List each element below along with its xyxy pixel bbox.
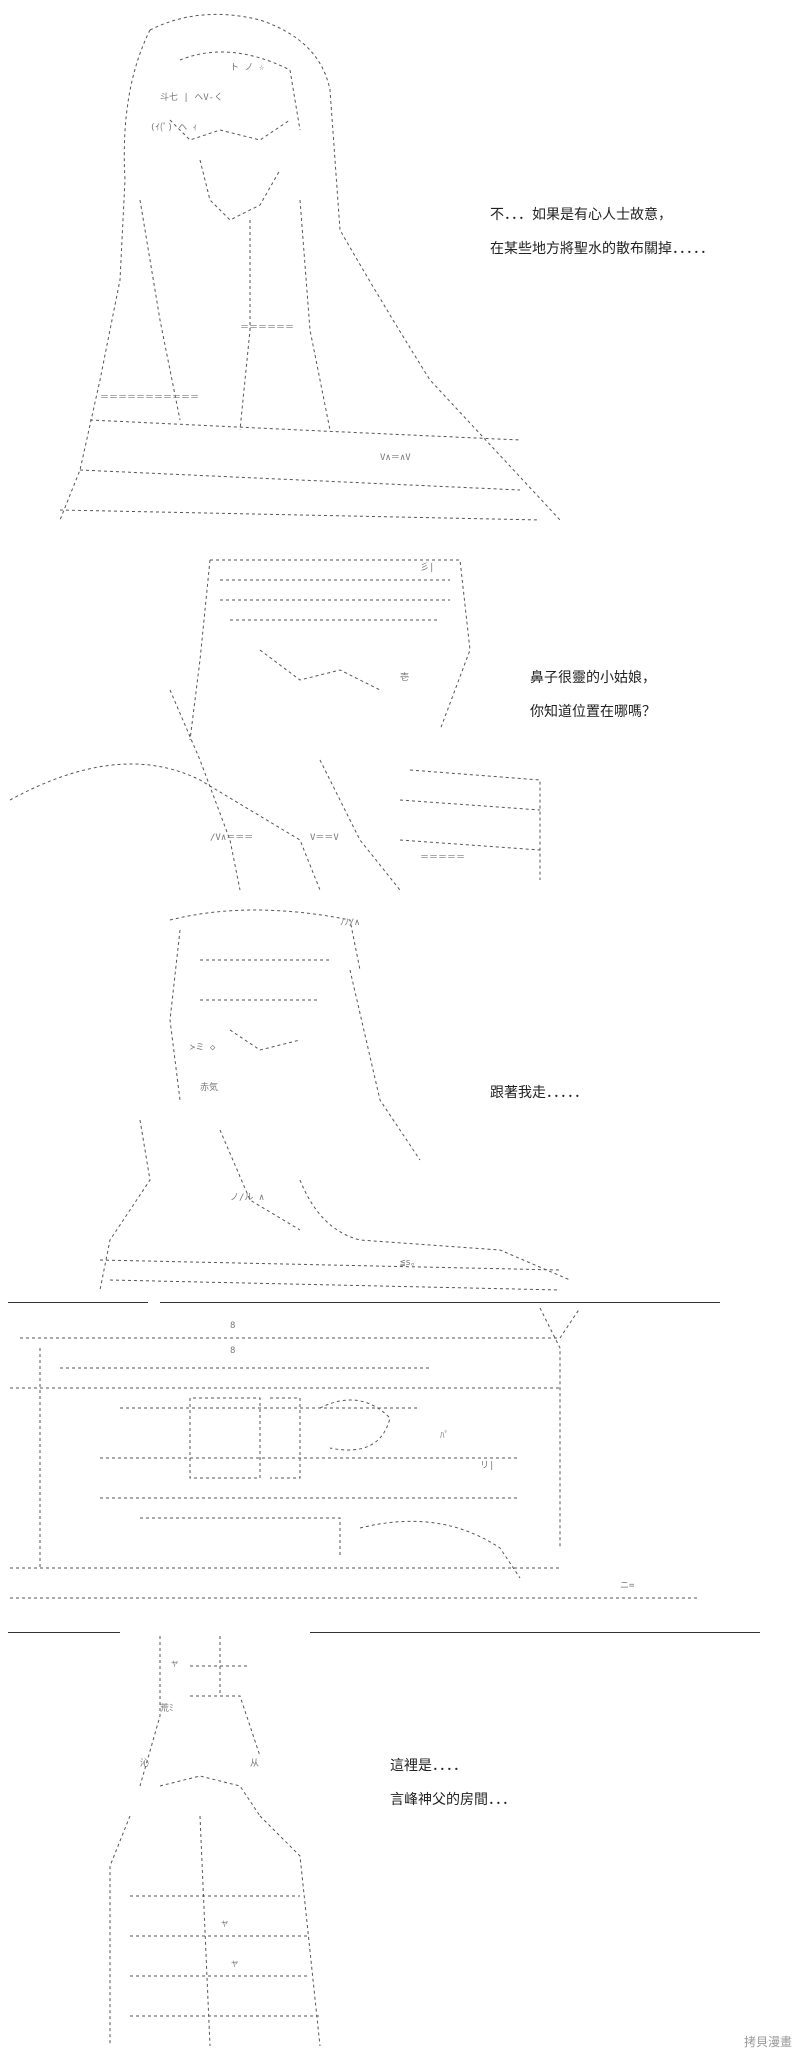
svg-text:＝＝＝＝＝＝＝＝＝＝＝: ＝＝＝＝＝＝＝＝＝＝＝ xyxy=(100,393,199,403)
panel-divider xyxy=(160,1302,720,1303)
svg-text:ト ノ ☆: ト ノ ☆ xyxy=(230,63,265,73)
svg-text:リ|: リ| xyxy=(480,1461,494,1471)
standing-figure-art: ャ 荒ﾐ 沁 从 ャ ャ xyxy=(109,1636,321,2047)
hat-figure-art: 彡| 壱 /V∧＝＝＝ V＝＝V ＝＝＝＝＝ xyxy=(9,559,541,891)
svg-text:V＝＝V: V＝＝V xyxy=(310,833,339,843)
svg-text:赤気: 赤気 xyxy=(200,1081,218,1093)
svg-text:ノ/ル ∧: ノ/ル ∧ xyxy=(230,1193,264,1203)
svg-text:ャ: ャ xyxy=(230,1959,239,1969)
svg-text:沁: 沁 xyxy=(140,1758,149,1769)
walking-figure-art: ﾉﾉ/∧ ≻ミ ◇ 赤気 ノ/ル ∧ ≦s。 xyxy=(99,909,571,1291)
panel-1: ト ノ ☆ 斗七 | ヘV-く (ｲ(ﾟ) ヘ ｨ ＝＝＝＝＝＝ ＝＝＝＝＝＝＝… xyxy=(0,0,800,540)
hooded-figure-art: ト ノ ☆ 斗七 | ヘV-く (ｲ(ﾟ) ヘ ｨ ＝＝＝＝＝＝ ＝＝＝＝＝＝＝… xyxy=(59,13,561,521)
svg-text:(ｲ(ﾟ) ヘ ｨ: (ｲ(ﾟ) ヘ ｨ xyxy=(150,122,197,133)
dialog-line: 不．．．如果是有心人士故意， xyxy=(490,207,672,223)
svg-text:V∧＝∧V: V∧＝∧V xyxy=(380,453,411,463)
panel-4: 8 8 ﾊﾟ リ| ニ= xyxy=(0,1308,800,1626)
panel-5-dialog: 這裡是．．．． 言峰神父的房間．．． xyxy=(390,1756,516,1824)
svg-text:荒ﾐ: 荒ﾐ xyxy=(160,1703,174,1714)
svg-text:＝＝＝＝＝: ＝＝＝＝＝ xyxy=(420,853,465,863)
svg-text:ﾉﾉ/∧: ﾉﾉ/∧ xyxy=(340,918,360,928)
panel-divider xyxy=(8,1632,120,1633)
dialog-line: 這裡是．．．． xyxy=(390,1758,467,1774)
svg-text:ャ: ャ xyxy=(220,1919,229,1929)
watermark-logo: 拷貝漫畫 xyxy=(743,2035,792,2049)
panel-3-dialog: 跟著我走．．．．． xyxy=(490,1083,588,1117)
svg-text:壱: 壱 xyxy=(400,671,409,683)
dialog-line: 鼻子很靈的小姑娘， xyxy=(530,670,656,686)
panel-2: 彡| 壱 /V∧＝＝＝ V＝＝V ＝＝＝＝＝ 鼻子很靈的小姑娘， 你知道位置在哪… xyxy=(0,540,800,900)
room-interior-art: 8 8 ﾊﾟ リ| ニ= xyxy=(10,1308,700,1599)
svg-text:8: 8 xyxy=(230,1321,235,1331)
svg-text:斗七 | ヘV-く: 斗七 | ヘV-く xyxy=(160,92,223,103)
panel-5: ャ 荒ﾐ 沁 从 ャ ャ 這裡是．．．． 言峰神父的房間．．． xyxy=(0,1636,800,2056)
dialog-line: 言峰神父的房間．．． xyxy=(390,1792,516,1808)
panel-divider xyxy=(8,1302,148,1303)
svg-text:ャ: ャ xyxy=(170,1659,179,1669)
panel-divider xyxy=(310,1632,760,1633)
svg-text:＝＝＝＝＝＝: ＝＝＝＝＝＝ xyxy=(240,323,294,333)
dialog-line: 在某些地方將聖水的散布關掉．．．．． xyxy=(490,241,714,257)
svg-text:ﾊﾟ: ﾊﾟ xyxy=(440,1430,449,1441)
dialog-line: 你知道位置在哪嗎？ xyxy=(530,704,656,720)
panel-3: ﾉﾉ/∧ ≻ミ ◇ 赤気 ノ/ル ∧ ≦s。 跟著我走．．．．． xyxy=(0,900,800,1300)
panel-1-dialog: 不．．．如果是有心人士故意， 在某些地方將聖水的散布關掉．．．．． xyxy=(490,205,714,273)
dialog-line: 跟著我走．．．．． xyxy=(490,1085,588,1101)
svg-text:彡|: 彡| xyxy=(420,562,434,573)
svg-text:8: 8 xyxy=(230,1346,235,1356)
svg-text:从: 从 xyxy=(250,1758,259,1769)
svg-text:/V∧＝＝＝: /V∧＝＝＝ xyxy=(210,833,253,843)
svg-text:≦s。: ≦s。 xyxy=(400,1258,420,1268)
svg-text:≻ミ ◇: ≻ミ ◇ xyxy=(190,1043,216,1053)
panel-2-dialog: 鼻子很靈的小姑娘， 你知道位置在哪嗎？ xyxy=(530,668,656,736)
svg-text:ニ=: ニ= xyxy=(620,1581,635,1591)
